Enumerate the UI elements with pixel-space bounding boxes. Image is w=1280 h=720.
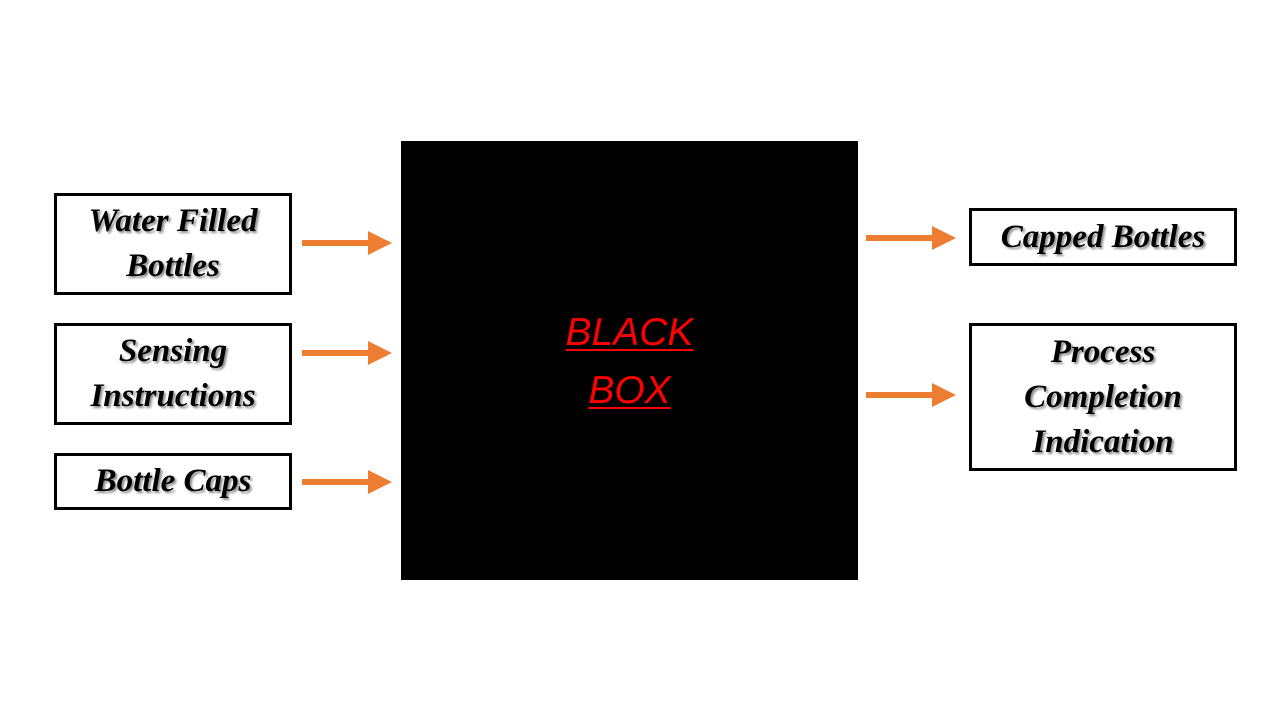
output-label-line: Completion <box>1024 378 1182 415</box>
output-box-capped-bottles: Capped Bottles <box>969 208 1237 266</box>
input-box-water-filled-bottles: Water Filled Bottles <box>54 193 292 295</box>
input-label-line: Bottles <box>126 248 220 284</box>
input-label-line: Instructions <box>90 378 256 414</box>
input-arrow-sensing-instructions <box>302 341 392 365</box>
input-box-sensing-instructions: Sensing Instructions <box>54 323 292 425</box>
input-label-line: Sensing <box>118 333 228 369</box>
output-box-process-completion-indication: Process Completion Indication <box>969 323 1237 471</box>
output-label-line: Indication <box>1032 423 1174 460</box>
input-arrow-bottle-caps <box>302 470 392 494</box>
input-box-bottle-caps: Bottle Caps <box>54 453 292 510</box>
black-box: BLACK BOX <box>401 141 858 580</box>
output-label-line: Capped Bottles <box>1000 218 1206 255</box>
output-arrow-capped-bottles <box>866 226 956 250</box>
input-label-line: Bottle Caps <box>94 463 252 499</box>
input-label-line: Water Filled <box>88 203 258 239</box>
input-arrow-water-filled-bottles <box>302 231 392 255</box>
black-box-label-line-1: BLACK <box>565 311 694 354</box>
output-arrow-process-completion <box>866 383 956 407</box>
black-box-label-line-2: BOX <box>588 369 671 412</box>
output-label-line: Process <box>1050 333 1156 370</box>
